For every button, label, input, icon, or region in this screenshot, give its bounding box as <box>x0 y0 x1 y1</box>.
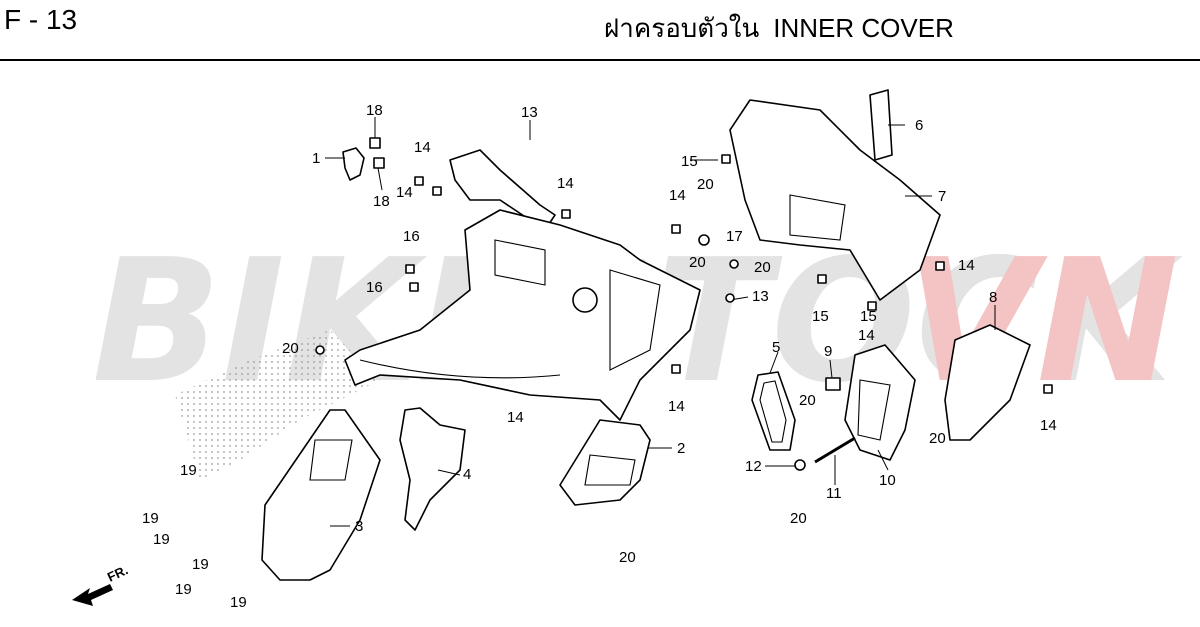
callout-14-d: 14 <box>669 187 686 204</box>
part-3-side-cover <box>261 409 381 581</box>
callout-3: 3 <box>355 518 363 535</box>
callout-19-f: 19 <box>230 594 247 611</box>
title-thai: ฝาครอบตัวใน <box>604 13 760 43</box>
callout-14-e: 14 <box>507 409 524 426</box>
part-1-bracket <box>342 147 365 181</box>
callout-9: 9 <box>824 343 832 360</box>
callout-2: 2 <box>677 440 685 457</box>
part-4-bracket <box>399 407 466 531</box>
callout-13-top: 13 <box>521 104 538 121</box>
callout-14-h: 14 <box>1040 417 1057 434</box>
callout-11: 11 <box>826 485 842 502</box>
callout-7: 7 <box>938 188 946 205</box>
dotted-shading <box>175 330 380 480</box>
page-title: ฝาครอบตัวใน INNER COVER <box>604 8 968 49</box>
callout-15-b: 15 <box>812 308 829 325</box>
callout-20-a: 20 <box>697 176 714 193</box>
callout-18-bottom: 18 <box>373 193 390 210</box>
callout-15-c: 15 <box>860 308 877 325</box>
callout-16-a: 16 <box>403 228 420 245</box>
part-5-seal <box>751 371 796 451</box>
callout-20-g: 20 <box>929 430 946 447</box>
callout-20-b: 20 <box>689 254 706 271</box>
callout-19-c: 19 <box>153 531 170 548</box>
part-10-cover <box>844 344 916 461</box>
page-code: F - 13 <box>4 4 78 35</box>
callout-5: 5 <box>772 339 780 356</box>
callout-20-c: 20 <box>754 259 771 276</box>
callout-14-c: 14 <box>557 175 574 192</box>
callout-18-top: 18 <box>366 102 383 119</box>
part-9-clip <box>825 377 841 391</box>
callout-20-d: 20 <box>282 340 299 357</box>
part-11-rod <box>814 436 856 464</box>
callout-14-a: 14 <box>414 139 431 156</box>
callout-19-e: 19 <box>175 581 192 598</box>
title-english: INNER COVER <box>773 13 954 43</box>
front-direction-arrow: FR. <box>72 562 130 606</box>
callout-17: 17 <box>726 228 743 245</box>
callout-labels: 1 2 3 4 5 6 7 8 9 10 11 12 13 13 14 14 1… <box>142 102 1057 611</box>
callout-14-b: 14 <box>396 184 413 201</box>
callout-20-e: 20 <box>799 392 816 409</box>
header-rule <box>0 59 1200 61</box>
callout-13-right: 13 <box>752 288 769 305</box>
callout-14-f: 14 <box>668 398 685 415</box>
callout-16-b: 16 <box>366 279 383 296</box>
callout-19-d: 19 <box>192 556 209 573</box>
fasteners <box>315 154 1053 471</box>
part-main-inner-cover <box>344 209 701 421</box>
callout-8: 8 <box>989 289 997 306</box>
callout-15-a: 15 <box>681 153 698 170</box>
callout-4: 4 <box>463 466 471 483</box>
callout-20-h: 20 <box>619 549 636 566</box>
callout-1: 1 <box>312 150 320 167</box>
part-2-lower-cover <box>559 419 651 506</box>
callout-14-g: 14 <box>958 257 975 274</box>
direction-label: FR. <box>105 562 130 584</box>
callout-19-b: 19 <box>142 510 159 527</box>
part-18-bolts <box>369 137 385 169</box>
callout-6: 6 <box>915 117 923 134</box>
arrow-icon <box>72 584 113 606</box>
callout-14-i: 14 <box>858 327 875 344</box>
callout-12: 12 <box>745 458 762 475</box>
callout-10: 10 <box>879 472 896 489</box>
part-8-cover <box>944 324 1031 441</box>
callout-19-a: 19 <box>180 462 197 479</box>
part-7-upper-cover <box>729 99 941 301</box>
part-6-bracket <box>869 89 893 161</box>
callout-20-f: 20 <box>790 510 807 527</box>
